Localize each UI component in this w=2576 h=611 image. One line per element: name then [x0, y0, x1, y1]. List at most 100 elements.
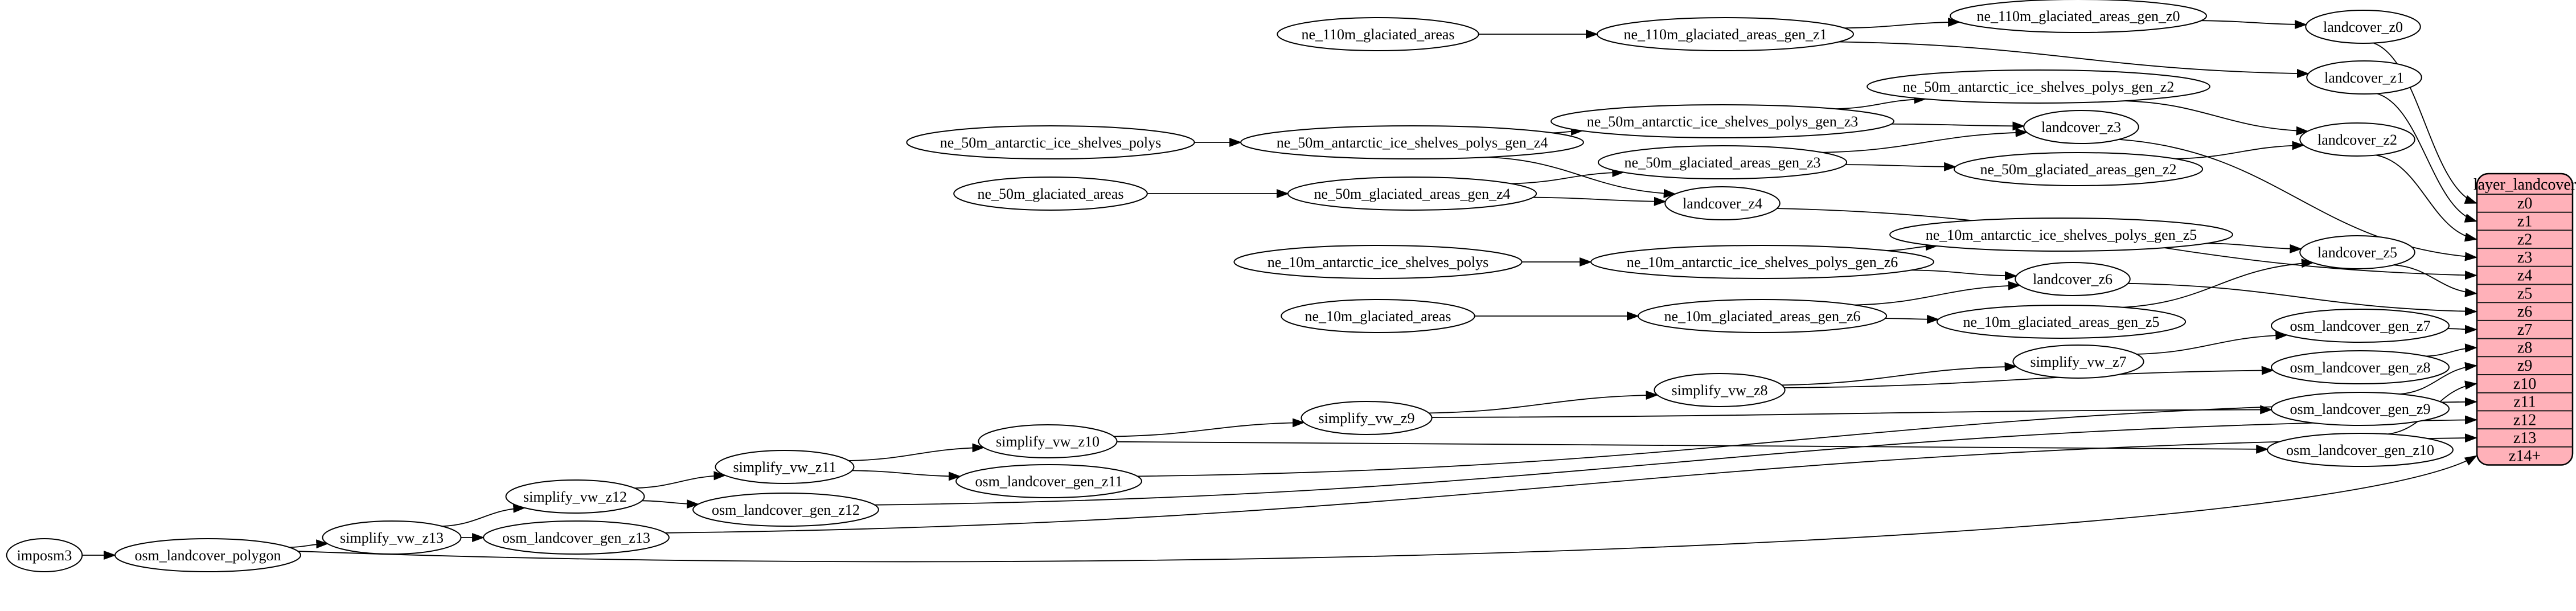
node-simplify_vw_z8: simplify_vw_z8: [1654, 373, 1786, 407]
edge-ne_50m_glaciated_areas_gen_z4-to-ne_50m_glaciated_areas_gen_z3: [1511, 167, 1625, 184]
edge-ne_10m_glaciated_areas_gen_z6-to-ne_10m_glaciated_areas_gen_z5: [1885, 314, 1940, 324]
node-ellipse-landcover_z1: [2306, 60, 2422, 95]
edge-simplify_vw_z7-to-osm_landcover_gen_z7: [2136, 330, 2288, 355]
edge-simplify_vw_z8-to-osm_landcover_gen_z8: [1784, 366, 2274, 388]
node-osm_landcover_gen_z10: osm_landcover_gen_z10: [2267, 433, 2454, 467]
edge-ne_50m_antarctic_ice_shelves_polys_gen_z3-to-ne_50m_antarctic_ice_shelves_polys_gen_z2: [1835, 95, 1927, 110]
node-label-simplify_vw_z9: simplify_vw_z9: [1319, 410, 1415, 427]
edge-landcover_z3-to-layer-z3: [2119, 138, 2477, 261]
edge-ne_10m_antarctic_ice_shelves_polys_gen_z6-to-ne_10m_antarctic_ice_shelves_polys_gen_z5: [1886, 241, 1938, 251]
node-ellipse-osm_landcover_gen_z12: [692, 493, 879, 527]
node-landcover_z4: landcover_z4: [1664, 186, 1781, 220]
node-label-landcover_z3: landcover_z3: [2041, 119, 2121, 136]
layer-table-row-z10: z10: [2513, 375, 2536, 393]
node-ellipse-osm_landcover_gen_z13: [483, 520, 670, 555]
node-label-simplify_vw_z7: simplify_vw_z7: [2031, 354, 2127, 370]
node-imposm3: imposm3: [6, 538, 83, 572]
node-ellipse-ne_50m_glaciated_areas_gen_z4: [1287, 177, 1537, 211]
node-label-simplify_vw_z12: simplify_vw_z12: [523, 489, 627, 505]
layer-table-row-z11: z11: [2513, 393, 2536, 411]
edge-simplify_vw_z11-to-osm_landcover_gen_z11: [852, 470, 962, 481]
node-ne_50m_glaciated_areas_gen_z2: ne_50m_glaciated_areas_gen_z2: [1953, 152, 2204, 186]
node-ellipse-ne_50m_antarctic_ice_shelves_polys_gen_z3: [1550, 104, 1894, 138]
layer-table-row-z7: z7: [2517, 321, 2532, 339]
layer-table-row-z2: z2: [2517, 231, 2532, 248]
node-label-osm_landcover_gen_z11: osm_landcover_gen_z11: [975, 473, 1123, 490]
node-ellipse-ne_110m_glaciated_areas: [1277, 17, 1479, 51]
node-osm_landcover_gen_z7: osm_landcover_gen_z7: [2271, 309, 2450, 343]
node-ellipse-ne_50m_antarctic_ice_shelves_polys: [906, 125, 1195, 159]
edge-ne_10m_glaciated_areas_gen_z6-to-landcover_z6: [1855, 281, 2021, 306]
node-ellipse-ne_50m_glaciated_areas: [953, 177, 1148, 211]
node-label-osm_landcover_gen_z9: osm_landcover_gen_z9: [2290, 401, 2431, 417]
edge-simplify_vw_z8-to-simplify_vw_z7: [1782, 362, 2017, 386]
edge-ne_50m_glaciated_areas_gen_z2-to-landcover_z2: [2175, 141, 2305, 159]
node-landcover_z3: landcover_z3: [2023, 110, 2139, 144]
node-label-landcover_z4: landcover_z4: [1683, 195, 1762, 212]
node-ellipse-simplify_vw_z12: [505, 479, 645, 514]
edge-landcover_z6-to-layer-z6: [2128, 282, 2477, 316]
node-ellipse-landcover_z2: [2299, 122, 2415, 157]
node-ellipse-osm_landcover_gen_z10: [2267, 433, 2454, 467]
node-ellipse-ne_10m_glaciated_areas_gen_z5: [1936, 305, 2187, 339]
node-label-osm_landcover_gen_z7: osm_landcover_gen_z7: [2290, 318, 2431, 334]
node-ne_50m_antarctic_ice_shelves_polys_gen_z2: ne_50m_antarctic_ice_shelves_polys_gen_z…: [1867, 69, 2210, 104]
node-ellipse-ne_10m_glaciated_areas: [1281, 299, 1475, 333]
node-osm_landcover_gen_z12: osm_landcover_gen_z12: [692, 493, 879, 527]
node-label-ne_10m_antarctic_ice_shelves_polys_gen_z6: ne_10m_antarctic_ice_shelves_polys_gen_z…: [1627, 254, 1898, 270]
edge-simplify_vw_z10-to-osm_landcover_gen_z10: [1117, 441, 2269, 454]
nodes-layer: imposm3 osm_landcover_polygon simplify_vw_…: [6, 0, 2454, 572]
node-label-ne_50m_glaciated_areas_gen_z2: ne_50m_glaciated_areas_gen_z2: [1980, 161, 2176, 178]
edge-ne_10m_antarctic_ice_shelves_polys_gen_z5-to-landcover_z5: [2206, 243, 2303, 253]
node-osm_landcover_polygon: osm_landcover_polygon: [114, 538, 301, 572]
node-label-ne_10m_glaciated_areas: ne_10m_glaciated_areas: [1305, 308, 1451, 325]
node-ellipse-landcover_z0: [2305, 10, 2421, 44]
node-label-ne_50m_glaciated_areas_gen_z4: ne_50m_glaciated_areas_gen_z4: [1314, 186, 1510, 202]
node-ellipse-landcover_z6: [2015, 262, 2131, 296]
node-label-ne_50m_antarctic_ice_shelves_polys_gen_z2: ne_50m_antarctic_ice_shelves_polys_gen_z…: [1903, 79, 2175, 95]
node-label-landcover_z5: landcover_z5: [2317, 244, 2397, 261]
layer-table-row-z14plus: z14+: [2509, 448, 2541, 465]
node-label-ne_50m_glaciated_areas: ne_50m_glaciated_areas: [978, 186, 1124, 202]
edge-simplify_vw_z9-to-simplify_vw_z8: [1429, 391, 1659, 414]
node-label-ne_50m_antarctic_ice_shelves_polys: ne_50m_antarctic_ice_shelves_polys: [940, 134, 1161, 151]
edge-landcover_z2-to-layer-z2: [2376, 154, 2477, 242]
node-ellipse-ne_110m_glaciated_areas_gen_z0: [1950, 0, 2207, 33]
node-landcover_z1: landcover_z1: [2306, 60, 2422, 95]
node-ne_110m_glaciated_areas_gen_z1: ne_110m_glaciated_areas_gen_z1: [1597, 17, 1854, 51]
node-ne_10m_glaciated_areas: ne_10m_glaciated_areas: [1281, 299, 1475, 333]
edge-osm_landcover_gen_z9-to-layer-z9: [2399, 362, 2477, 395]
node-ellipse-ne_10m_glaciated_areas_gen_z6: [1637, 299, 1888, 333]
edge-ne_50m_antarctic_ice_shelves_polys_gen_z3-to-landcover_z3: [1891, 121, 2025, 131]
node-label-ne_10m_antarctic_ice_shelves_polys: ne_10m_antarctic_ice_shelves_polys: [1268, 254, 1488, 270]
layer-table-row-z5: z5: [2517, 285, 2532, 302]
node-simplify_vw_z13: simplify_vw_z13: [322, 520, 462, 555]
edge-ne_10m_antarctic_ice_shelves_polys_gen_z6-to-landcover_z6: [1911, 269, 2017, 281]
node-label-landcover_z1: landcover_z1: [2324, 69, 2404, 86]
node-ne_50m_antarctic_ice_shelves_polys: ne_50m_antarctic_ice_shelves_polys: [906, 125, 1195, 159]
node-ne_50m_glaciated_areas: ne_50m_glaciated_areas: [953, 177, 1148, 211]
node-label-simplify_vw_z10: simplify_vw_z10: [996, 433, 1100, 450]
node-label-ne_10m_antarctic_ice_shelves_polys_gen_z5: ne_10m_antarctic_ice_shelves_polys_gen_z…: [1926, 227, 2197, 243]
layer-table-row-z4: z4: [2517, 267, 2532, 285]
node-ne_10m_antarctic_ice_shelves_polys_gen_z5: ne_10m_antarctic_ice_shelves_polys_gen_z…: [1889, 218, 2233, 252]
node-ellipse-ne_50m_glaciated_areas_gen_z2: [1953, 152, 2204, 186]
node-ne_10m_antarctic_ice_shelves_polys: ne_10m_antarctic_ice_shelves_polys: [1233, 245, 1523, 279]
edge-osm_landcover_gen_z7-to-layer-z7: [2447, 325, 2477, 334]
node-label-simplify_vw_z8: simplify_vw_z8: [1672, 382, 1768, 399]
node-ne_50m_antarctic_ice_shelves_polys_gen_z4: ne_50m_antarctic_ice_shelves_polys_gen_z…: [1240, 125, 1584, 159]
node-simplify_vw_z7: simplify_vw_z7: [2012, 345, 2144, 379]
node-label-landcover_z0: landcover_z0: [2323, 19, 2403, 35]
node-label-ne_10m_glaciated_areas_gen_z5: ne_10m_glaciated_areas_gen_z5: [1963, 314, 2159, 330]
node-ne_50m_glaciated_areas_gen_z3: ne_50m_glaciated_areas_gen_z3: [1597, 145, 1848, 179]
node-label-ne_10m_glaciated_areas_gen_z6: ne_10m_glaciated_areas_gen_z6: [1664, 308, 1860, 325]
node-ne_110m_glaciated_areas: ne_110m_glaciated_areas: [1277, 17, 1479, 51]
node-landcover_z6: landcover_z6: [2015, 262, 2131, 296]
edge-ne_110m_glaciated_areas_gen_z1-to-ne_110m_glaciated_areas_gen_z0: [1844, 18, 1961, 29]
node-label-osm_landcover_gen_z13: osm_landcover_gen_z13: [502, 530, 650, 546]
node-ellipse-osm_landcover_gen_z7: [2271, 309, 2450, 343]
layer-table-row-z6: z6: [2517, 303, 2532, 321]
node-label-osm_landcover_gen_z8: osm_landcover_gen_z8: [2290, 359, 2431, 376]
